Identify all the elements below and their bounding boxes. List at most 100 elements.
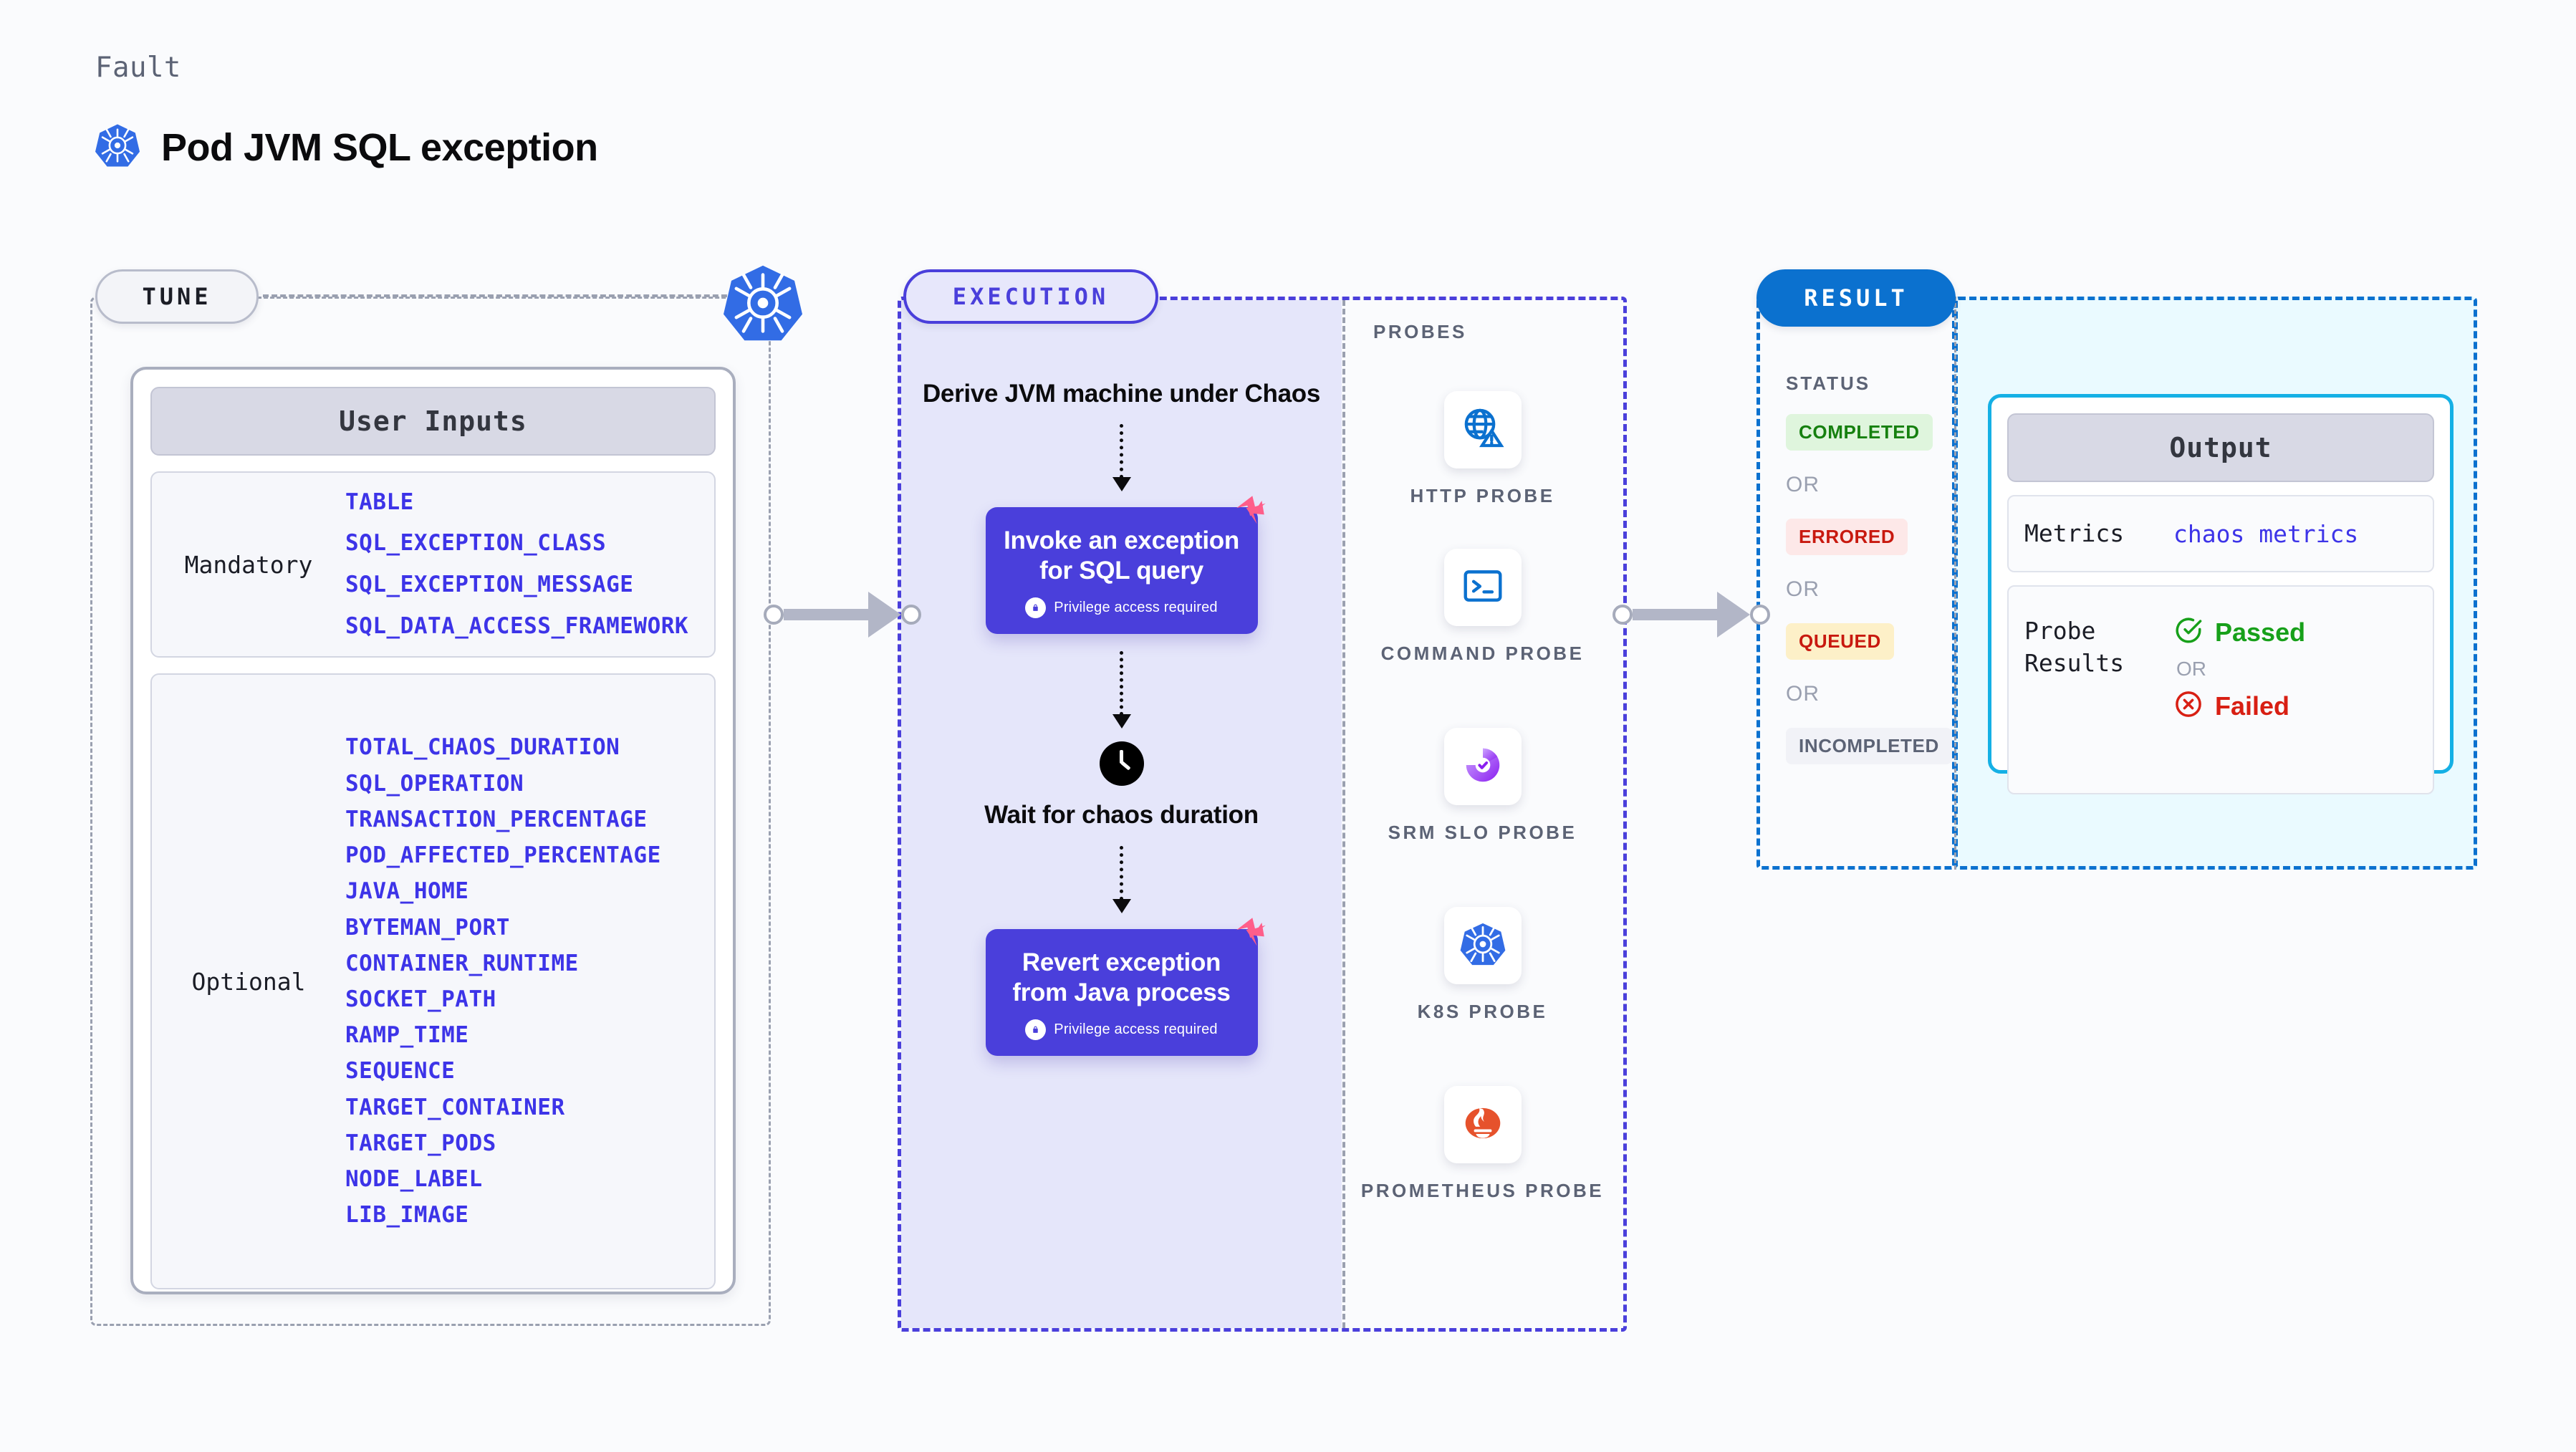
- probe-tile: [1443, 907, 1522, 984]
- result-panel-divider: [1954, 297, 1956, 870]
- param-item[interactable]: SQL_DATA_ACCESS_FRAMEWORK: [345, 612, 689, 639]
- flow-arrow-1: [1120, 423, 1123, 479]
- check-circle-icon: [2173, 615, 2203, 649]
- optional-param-list: TOTAL_CHAOS_DURATION SQL_OPERATION TRANS…: [345, 729, 661, 1233]
- probe-result-passed: Passed: [2173, 615, 2305, 649]
- probe-k8s[interactable]: K8S PROBE: [1342, 907, 1623, 1025]
- lock-icon: [1025, 597, 1047, 618]
- failed-label: Failed: [2215, 691, 2290, 721]
- clock-icon: [1099, 741, 1144, 786]
- mandatory-label: Mandatory: [184, 550, 313, 579]
- execution-pill[interactable]: EXECUTION: [903, 269, 1158, 324]
- privilege-note: Privilege access required: [1001, 597, 1242, 618]
- connector-arrowhead: [1717, 592, 1750, 638]
- probe-tile: [1443, 549, 1522, 626]
- tune-panel: [90, 297, 771, 1326]
- privilege-note: Privilege access required: [1001, 1019, 1242, 1041]
- lock-icon: [1025, 1019, 1047, 1041]
- connector-arrowhead: [868, 592, 901, 638]
- probe-label: SRM SLO PROBE: [1388, 822, 1577, 843]
- chaos-step-revert-exception[interactable]: Revert exception from Java process Privi…: [985, 918, 1266, 1057]
- execution-panel: [898, 297, 1627, 1332]
- connector-knob: [1750, 605, 1770, 625]
- connector-knob: [1613, 605, 1633, 625]
- param-item[interactable]: POD_AFFECTED_PERCENTAGE: [345, 842, 661, 869]
- probe-tile: [1443, 391, 1522, 468]
- passed-label: Passed: [2215, 617, 2306, 647]
- param-item[interactable]: SQL_EXCEPTION_MESSAGE: [345, 572, 634, 597]
- result-pill[interactable]: RESULT: [1756, 269, 1956, 327]
- flow-arrow-3-head: [1112, 899, 1131, 914]
- probe-http[interactable]: HTTP PROBE: [1342, 391, 1623, 509]
- param-item[interactable]: TOTAL_CHAOS_DURATION: [345, 734, 620, 761]
- probe-srm-slo[interactable]: SRM SLO PROBE: [1342, 728, 1623, 846]
- x-circle-icon: [2173, 689, 2203, 723]
- status-label: STATUS: [1786, 372, 1871, 394]
- connector-knob: [901, 605, 921, 625]
- chaos-step-title: Revert exception from Java process: [1012, 948, 1231, 1007]
- param-item[interactable]: SOCKET_PATH: [345, 986, 496, 1012]
- connector-shaft: [784, 609, 870, 620]
- execution-flow: Derive JVM machine under Chaos Invoke an…: [901, 300, 1342, 1057]
- probe-command[interactable]: COMMAND PROBE: [1342, 549, 1623, 667]
- flow-step-derive: Derive JVM machine under Chaos: [922, 380, 1321, 408]
- param-item[interactable]: TABLE: [345, 489, 414, 515]
- chaos-step-invoke-exception[interactable]: Invoke an exception for SQL query Privil…: [985, 495, 1266, 634]
- probe-label: COMMAND PROBE: [1380, 643, 1585, 664]
- probe-label: HTTP PROBE: [1410, 485, 1555, 506]
- param-item[interactable]: LIB_IMAGE: [345, 1202, 469, 1229]
- chaos-step-title: Invoke an exception for SQL query: [1004, 526, 1239, 585]
- param-item[interactable]: SQL_EXCEPTION_CLASS: [345, 530, 607, 557]
- optional-label: Optional: [191, 967, 306, 996]
- kubernetes-icon: [1459, 920, 1506, 971]
- param-item[interactable]: TARGET_PODS: [345, 1130, 496, 1156]
- param-item[interactable]: BYTEMAN_PORT: [345, 914, 510, 941]
- probe-prometheus[interactable]: PROMETHEUS PROBE: [1342, 1086, 1623, 1204]
- optional-params-group: Optional TOTAL_CHAOS_DURATION SQL_OPERAT…: [150, 673, 716, 1289]
- or-separator: OR: [1786, 473, 1820, 496]
- param-item[interactable]: TRANSACTION_PERCENTAGE: [345, 806, 648, 832]
- connector-tune-to-execution: [764, 592, 921, 638]
- page-title-row: Pod JVM SQL exception: [95, 122, 598, 173]
- output-probe-results-row: Probe Results Passed OR: [2007, 585, 2434, 794]
- probe-tile: [1443, 1086, 1522, 1163]
- user-inputs-card: User Inputs Mandatory TABLE SQL_EXCEPTIO…: [130, 367, 736, 1294]
- param-item[interactable]: JAVA_HOME: [345, 878, 469, 905]
- flow-step-wait: Wait for chaos duration: [984, 800, 1259, 829]
- param-item[interactable]: TARGET_CONTAINER: [345, 1094, 565, 1120]
- mandatory-param-list: TABLE SQL_EXCEPTION_CLASS SQL_EXCEPTION_…: [345, 482, 688, 648]
- harness-icon: [1228, 491, 1269, 533]
- param-item[interactable]: SQL_OPERATION: [345, 770, 524, 797]
- output-card-title: Output: [2007, 413, 2434, 482]
- metrics-value[interactable]: chaos metrics: [2173, 519, 2359, 548]
- param-item[interactable]: SEQUENCE: [345, 1058, 456, 1085]
- param-item[interactable]: NODE_LABEL: [345, 1166, 483, 1193]
- output-card: Output Metrics chaos metrics Probe Resul…: [1988, 394, 2454, 794]
- result-panel: [1756, 297, 1956, 870]
- srm-slo-icon: [1461, 743, 1505, 791]
- flow-arrow-2: [1120, 650, 1123, 716]
- probes-divider: [1342, 300, 1345, 1328]
- probe-results-key: Probe Results: [2024, 617, 2125, 677]
- harness-icon: [1228, 913, 1269, 955]
- status-badge-queued: QUEUED: [1786, 623, 1894, 660]
- or-separator: OR: [2176, 658, 2206, 680]
- connector-shaft: [1633, 609, 1719, 620]
- probe-result-failed: Failed: [2173, 689, 2305, 723]
- flow-arrow-2-head: [1112, 713, 1131, 729]
- status-badge-completed: COMPLETED: [1786, 414, 1933, 451]
- flow-arrow-3: [1120, 846, 1123, 901]
- privilege-note-text: Privilege access required: [1054, 599, 1218, 615]
- status-badge-incompleted: INCOMPLETED: [1786, 728, 1952, 764]
- privilege-note-text: Privilege access required: [1054, 1021, 1218, 1038]
- param-item[interactable]: RAMP_TIME: [345, 1022, 469, 1049]
- terminal-icon: [1461, 564, 1505, 612]
- output-metrics-row: Metrics chaos metrics: [2007, 495, 2434, 572]
- or-separator: OR: [1786, 682, 1820, 706]
- flow-arrow-1-head: [1112, 476, 1131, 491]
- probes-section-label: PROBES: [1373, 321, 1467, 342]
- status-badge-errored: ERRORED: [1786, 519, 1908, 555]
- connector-knob: [764, 605, 784, 625]
- param-item[interactable]: CONTAINER_RUNTIME: [345, 950, 579, 976]
- tune-pill[interactable]: TUNE: [95, 269, 259, 324]
